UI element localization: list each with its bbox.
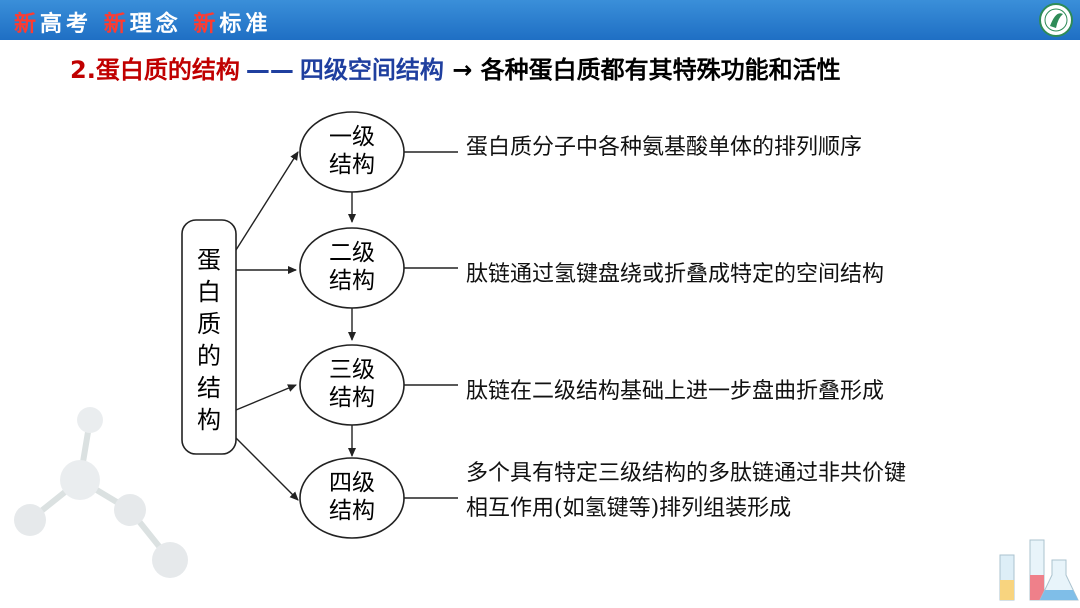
title-conclusion: 各种蛋白质都有其特殊功能和活性 — [480, 56, 841, 84]
title-arrow: → — [452, 56, 473, 84]
molecule-decoration-icon — [14, 407, 188, 578]
level3-description: 肽链在二级结构基础上进一步盘曲折叠形成 — [466, 379, 885, 404]
root-char: 质 — [197, 310, 221, 338]
slogan-char-2: 新 — [103, 11, 130, 37]
level1-description: 蛋白质分子中各种氨基酸单体的排列顺序 — [466, 135, 863, 160]
level4-description: 多个具有特定三级结构的多肽链通过非共价键相互作用(如氢键等)排列组装形成 — [466, 461, 907, 521]
level2-description: 肽链通过氢键盘绕或折叠成特定的空间结构 — [466, 262, 885, 287]
arrow-root-to-level3 — [235, 384, 297, 411]
slogan-char-1: 新 — [14, 11, 41, 37]
title-subtopic: 四级空间结构 — [299, 56, 444, 84]
level1-label-line2: 结构 — [329, 152, 375, 178]
school-logo-icon — [1039, 3, 1073, 37]
level1-label-line1: 一级 — [329, 124, 375, 150]
level2-label-line2: 结构 — [329, 268, 375, 294]
slogan-word-3: 标准 — [219, 11, 272, 37]
root-char: 构 — [197, 406, 221, 434]
arrow-root-to-level4 — [235, 437, 299, 501]
root-box — [181, 219, 237, 455]
level4-label-line1: 四级 — [329, 470, 375, 496]
level4-label-line2: 结构 — [329, 498, 375, 524]
arrow-root-to-level1 — [235, 151, 299, 251]
lab-flask-decoration-icon — [999, 539, 1079, 601]
header-slogan: 新高考 新理念 新标准 — [14, 6, 271, 38]
slogan-word-2: 理念 — [129, 11, 194, 37]
level3-label-line1: 三级 — [329, 357, 375, 383]
title-dash: —— — [245, 56, 294, 84]
slogan-char-3: 新 — [193, 11, 220, 37]
level2-label-line1: 二级 — [329, 240, 375, 266]
root-char: 结 — [197, 374, 221, 402]
root-char: 白 — [197, 278, 221, 306]
title-topic: 2.蛋白质的结构 — [70, 56, 240, 84]
root-char: 的 — [197, 342, 221, 370]
page-title: 2.蛋白质的结构——四级空间结构 → 各种蛋白质都有其特殊功能和活性 — [70, 50, 1030, 84]
root-char: 蛋 — [197, 246, 221, 274]
slogan-word-1: 高考 — [40, 11, 104, 37]
header-bar: 新高考 新理念 新标准 — [0, 0, 1080, 40]
level3-label-line2: 结构 — [329, 385, 375, 411]
